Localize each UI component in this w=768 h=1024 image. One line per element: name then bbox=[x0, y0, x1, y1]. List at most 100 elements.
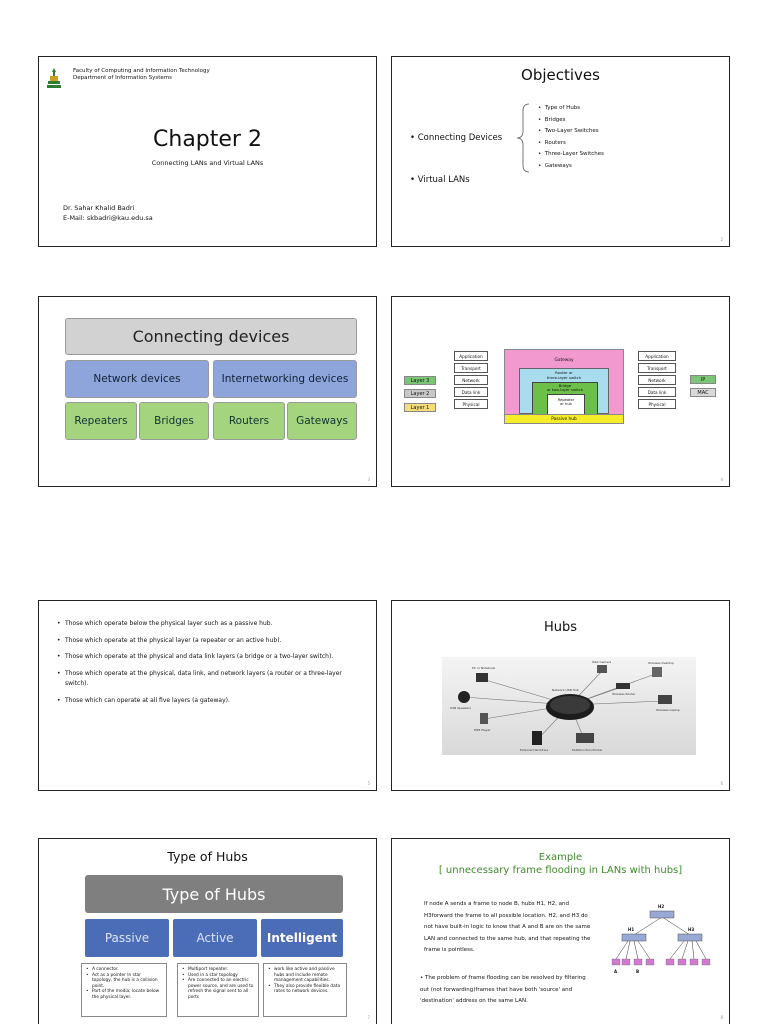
sub-item-text: Gateways bbox=[544, 162, 572, 169]
layer-2-label: Layer 2 bbox=[404, 389, 436, 398]
author-block: Dr. Sahar Khalid Badri E-Mail: skbadri@k… bbox=[63, 203, 153, 223]
connecting-devices-header: Connecting devices bbox=[65, 318, 357, 355]
mac-label: MAC bbox=[690, 388, 716, 397]
right-layer-transport: Transport bbox=[638, 363, 676, 373]
active-hub-box: Active bbox=[173, 919, 257, 957]
institution-name: Faculty of Computing and Information Tec… bbox=[73, 68, 210, 82]
gateways-box: Gateways bbox=[287, 402, 357, 440]
list-item: Act as a pointer In star topology, the h… bbox=[86, 973, 162, 990]
sub-item: • Bridges bbox=[538, 116, 566, 123]
router-region: Router or three-layer switch Bridge or t… bbox=[519, 368, 609, 415]
slide-3-connecting-devices[interactable]: Connecting devices Network devices Inter… bbox=[38, 296, 377, 487]
slide-2-objectives[interactable]: Objectives • Connecting Devices • Virtua… bbox=[391, 56, 730, 247]
repeaters-box: Repeaters bbox=[65, 402, 137, 440]
left-layer-physical: Physical bbox=[454, 399, 488, 409]
slide-7-type-of-hubs[interactable]: Type of Hubs Type of Hubs Passive Active… bbox=[38, 838, 377, 1024]
network-devices-box: Network devices bbox=[65, 360, 209, 398]
slide-8-example[interactable]: Example [ unnecessary frame flooding in … bbox=[391, 838, 730, 1024]
layer-3-label: Layer 3 bbox=[404, 376, 436, 385]
hub-image-label: PC or Notebook bbox=[472, 666, 496, 670]
page-number: 3 bbox=[367, 477, 370, 482]
sub-item-text: Type of Hubs bbox=[544, 105, 581, 111]
gateway-label: Gateway bbox=[554, 358, 574, 363]
list-item: Those which operate below the physical l… bbox=[57, 619, 357, 630]
passive-hub-box: Passive bbox=[85, 919, 169, 957]
slide-title: Objectives bbox=[521, 66, 600, 84]
author-name: Dr. Sahar Khalid Badri bbox=[63, 204, 135, 212]
sub-item: • Gateways bbox=[538, 162, 572, 169]
sub-item-text: Routers bbox=[544, 139, 566, 146]
right-layer-network: Network bbox=[638, 375, 676, 385]
list-item: A connector. bbox=[86, 967, 162, 973]
repeater-region: Repeater or hub bbox=[547, 394, 585, 415]
institution-line-1: Faculty of Computing and Information Tec… bbox=[73, 68, 210, 74]
right-layer-application: Application bbox=[638, 351, 676, 361]
hub-image-label: Wireless Router bbox=[612, 692, 636, 696]
slide-5-device-categories[interactable]: Those which operate below the physical l… bbox=[38, 600, 377, 791]
slide-6-hubs[interactable]: Hubs Networ bbox=[391, 600, 730, 791]
slide-1-title[interactable]: Faculty of Computing and Information Tec… bbox=[38, 56, 377, 247]
curly-brace-icon bbox=[516, 103, 530, 173]
intelligent-hub-box: Intelligent bbox=[261, 919, 343, 957]
example-paragraph-2: • The problem of frame flooding can be r… bbox=[420, 975, 586, 1004]
gateway-region: Gateway Router or three-layer switch Bri… bbox=[504, 349, 624, 423]
list-item: work like active and passive hubs and in… bbox=[268, 967, 342, 984]
hub-image-label: Network USB Hub bbox=[552, 688, 579, 692]
left-layer-transport: Transport bbox=[454, 363, 488, 373]
page-number: 6 bbox=[720, 781, 723, 786]
node-b-label: B bbox=[636, 969, 639, 974]
slide-title: Hubs bbox=[543, 620, 578, 635]
node-a-label: A bbox=[614, 969, 618, 974]
chapter-title: Chapter 2 bbox=[153, 127, 262, 152]
page-number: 4 bbox=[720, 477, 723, 482]
sub-item: • Type of Hubs bbox=[538, 105, 581, 111]
passive-description: A connector. Act as a pointer In star to… bbox=[81, 963, 167, 1017]
sub-item-text: Bridges bbox=[544, 116, 566, 123]
bridge-region: Bridge or two-layer switch Repeater or h… bbox=[532, 382, 598, 415]
hub-image-label: Wireless Laptop bbox=[656, 708, 680, 712]
slide-4-layers-diagram[interactable]: Application Transport Network Data link … bbox=[391, 296, 730, 487]
sub-item-text: Three-Layer Switches bbox=[544, 151, 605, 157]
slide-title: Type of Hubs bbox=[167, 849, 248, 864]
page-number: 5 bbox=[367, 781, 370, 786]
hub-image-label: Multifunction Printer bbox=[572, 748, 603, 752]
hub-image-label: USB Speakers bbox=[450, 706, 471, 710]
left-layer-network: Network bbox=[454, 375, 488, 385]
sub-item: • Two-Layer Switches bbox=[538, 128, 599, 134]
sub-item: • Routers bbox=[538, 139, 566, 146]
network-usb-hub-image: Network USB Hub PC or Notebook USB Speak… bbox=[442, 657, 696, 755]
list-item: They also provide flexible data rates to… bbox=[268, 984, 342, 995]
title-line-2: [ unnecessary frame flooding in LANs wit… bbox=[438, 865, 683, 876]
sub-item: • Three-Layer Switches bbox=[538, 151, 605, 157]
hub-image-label: MP3 Player bbox=[474, 728, 491, 732]
router-label: Router or three-layer switch bbox=[546, 370, 582, 380]
bridges-box: Bridges bbox=[139, 402, 209, 440]
list-item: Those which operate at the physical laye… bbox=[57, 636, 357, 647]
h1-label: H1 bbox=[628, 927, 634, 932]
hub-image-label: Wireless Desktop bbox=[648, 661, 674, 665]
right-layer-datalink: Data link bbox=[638, 387, 676, 397]
list-item: Are connected to an electric power sourc… bbox=[182, 978, 254, 1000]
bullet-connecting-devices: • Connecting Devices bbox=[410, 133, 503, 143]
author-email: E-Mail: skbadri@kau.edu.sa bbox=[63, 214, 153, 222]
page-number: 8 bbox=[720, 1015, 723, 1020]
intelligent-description: work like active and passive hubs and in… bbox=[263, 963, 347, 1017]
sub-item-text: Two-Layer Switches bbox=[544, 128, 599, 134]
active-description: Multiport repeater. Used in a star topol… bbox=[177, 963, 259, 1017]
left-layer-application: Application bbox=[454, 351, 488, 361]
page-number: 7 bbox=[367, 1015, 370, 1020]
list-item: Those which can operate at all five laye… bbox=[57, 696, 357, 707]
device-category-list: Those which operate below the physical l… bbox=[57, 619, 357, 712]
list-item: Those which operate at the physical, dat… bbox=[57, 669, 357, 690]
right-layer-physical: Physical bbox=[638, 399, 676, 409]
list-item: Part of the media; locate below the phys… bbox=[86, 989, 162, 1000]
objectives-sublist: • Type of Hubs • Bridges • Two-Layer Swi… bbox=[538, 103, 604, 172]
example-paragraph-1: If node A sends a frame to node B, hubs … bbox=[424, 901, 591, 953]
h3-label: H3 bbox=[688, 927, 694, 932]
repeater-label: Repeater or hub bbox=[557, 398, 575, 407]
page-number: 2 bbox=[720, 237, 723, 242]
hub-image-label: External Harddrive bbox=[520, 748, 548, 752]
chapter-subtitle: Connecting LANs and Virtual LANs bbox=[151, 159, 264, 167]
passive-hub-bar: Passive hub bbox=[504, 414, 624, 424]
hub-topology-diagram: H2 H1 H3 A B bbox=[611, 904, 711, 974]
